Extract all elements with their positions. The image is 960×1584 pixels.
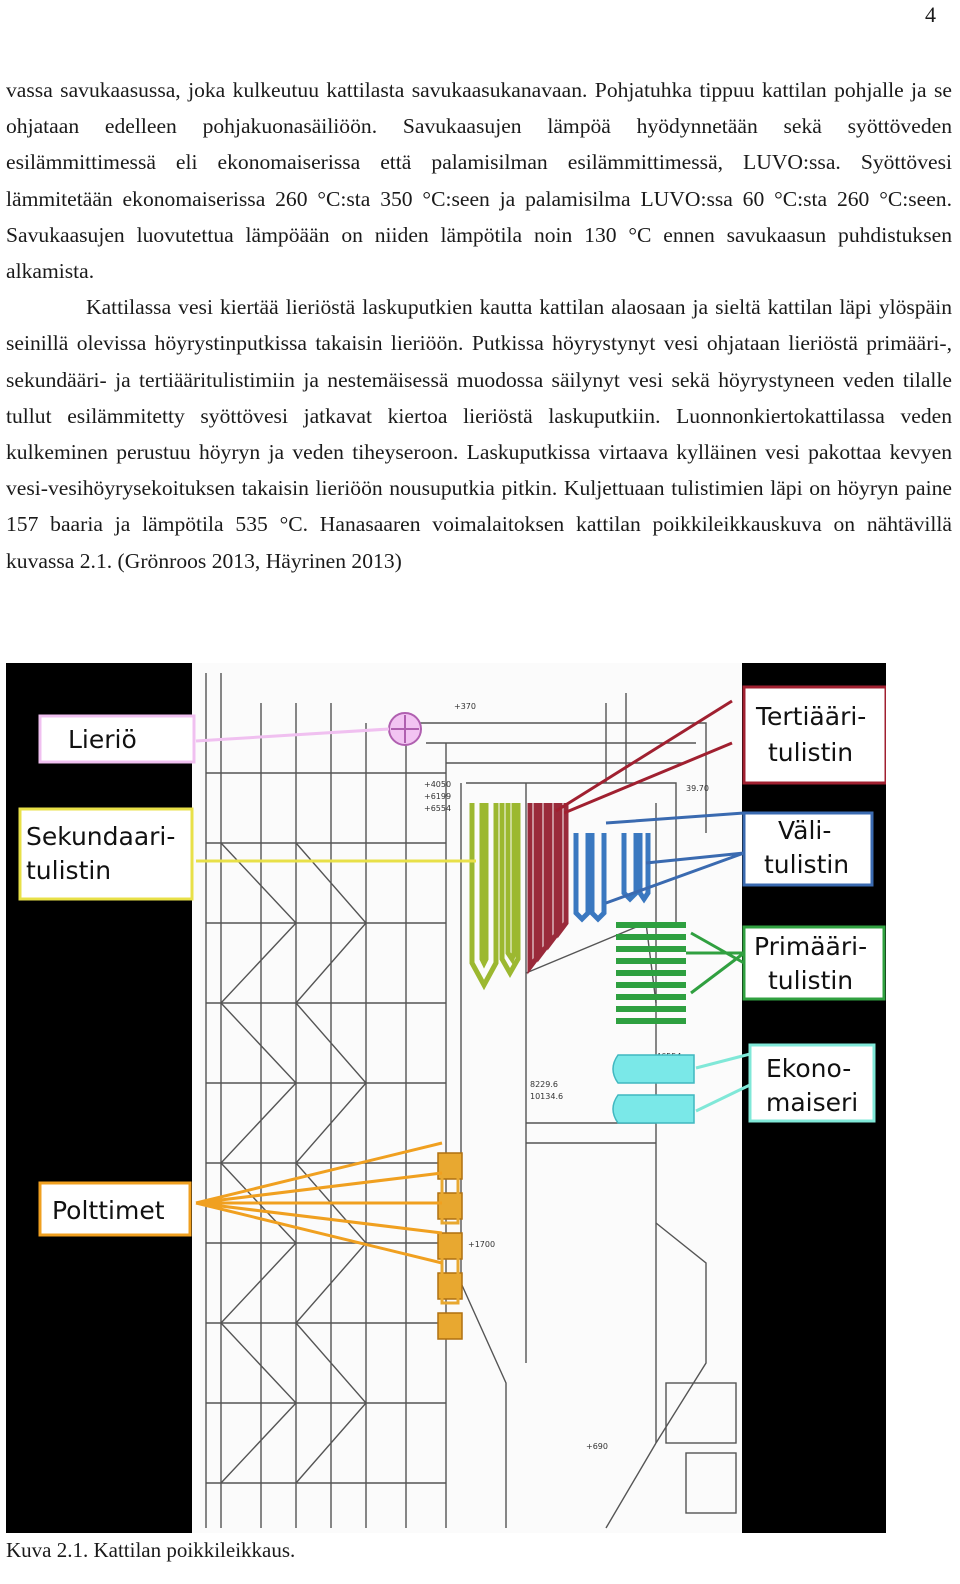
economizer-blocks bbox=[612, 1054, 695, 1124]
primary-superheater-tubes bbox=[616, 922, 686, 1024]
body-text: vassa savukaasussa, joka kulkeutuu katti… bbox=[6, 72, 952, 579]
label-polttimet-text: Polttimet bbox=[52, 1196, 165, 1225]
dimension-mark: 10134.6 bbox=[530, 1092, 563, 1101]
label-ekono-line1: Ekono- bbox=[766, 1054, 851, 1083]
dimension-mark: 39.70 bbox=[686, 784, 709, 793]
burner-units bbox=[437, 1152, 463, 1340]
label-polttimet: Polttimet bbox=[38, 1181, 192, 1237]
leader-vali bbox=[605, 811, 745, 905]
label-ekono-line2: maiseri bbox=[766, 1088, 858, 1117]
leader-lierio bbox=[195, 727, 390, 743]
label-primaaritulistin: Primääri- tulistin bbox=[742, 925, 886, 1001]
dimension-mark: +6554 bbox=[424, 804, 451, 813]
label-valitulistin: Väli- tulistin bbox=[742, 811, 874, 887]
leader-ekono bbox=[695, 1051, 755, 1113]
dimension-mark: +4050 bbox=[424, 780, 451, 789]
leader-primaari bbox=[686, 931, 745, 995]
label-sekundaari-line1: Sekundaari- bbox=[26, 822, 175, 851]
label-tertiaaritulistin: Tertiääri- tulistin bbox=[742, 685, 886, 785]
leader-polttimet bbox=[195, 1141, 443, 1265]
label-vali-line2: tulistin bbox=[764, 850, 849, 879]
label-tertiaari-line1: Tertiääri- bbox=[755, 702, 866, 731]
boiler-structure-drawing bbox=[205, 673, 737, 1529]
dimension-mark: +6199 bbox=[424, 792, 451, 801]
reheater-tubes bbox=[573, 833, 651, 923]
paragraph-2: Kattilassa vesi kiertää lieriöstä laskup… bbox=[6, 295, 952, 573]
leader-lines bbox=[195, 699, 755, 1265]
figure-caption: Kuva 2.1. Kattilan poikkileikkaus. bbox=[6, 1538, 296, 1562]
label-primaari-line1: Primääri- bbox=[754, 932, 867, 961]
dimension-mark: +1700 bbox=[468, 1240, 495, 1249]
label-primaari-line2: tulistin bbox=[768, 966, 853, 995]
boiler-cross-section-figure: +370 +4050 +6199 +6554 8229.6 10134.6 46… bbox=[6, 663, 886, 1533]
tertiary-superheater-tubes bbox=[527, 803, 569, 975]
label-lierio-text: Lieriö bbox=[68, 725, 137, 754]
leader-tertiaari bbox=[555, 699, 733, 815]
dimension-mark: +690 bbox=[586, 1442, 608, 1451]
label-sekundaari-line2: tulistin bbox=[26, 856, 111, 885]
label-tertiaari-line2: tulistin bbox=[768, 738, 853, 767]
label-vali-line1: Väli- bbox=[778, 816, 831, 845]
label-lierio: Lieriö bbox=[38, 714, 196, 764]
label-sekundaaritulistin: Sekundaari- tulistin bbox=[18, 807, 194, 901]
dimension-mark: +370 bbox=[454, 702, 476, 711]
page-number: 4 bbox=[925, 2, 936, 27]
secondary-superheater-tubes bbox=[469, 803, 521, 991]
paragraph-1: vassa savukaasussa, joka kulkeutuu katti… bbox=[6, 78, 952, 284]
dimension-mark: 8229.6 bbox=[530, 1080, 558, 1089]
label-ekonomaiseri: Ekono- maiseri bbox=[748, 1043, 876, 1123]
